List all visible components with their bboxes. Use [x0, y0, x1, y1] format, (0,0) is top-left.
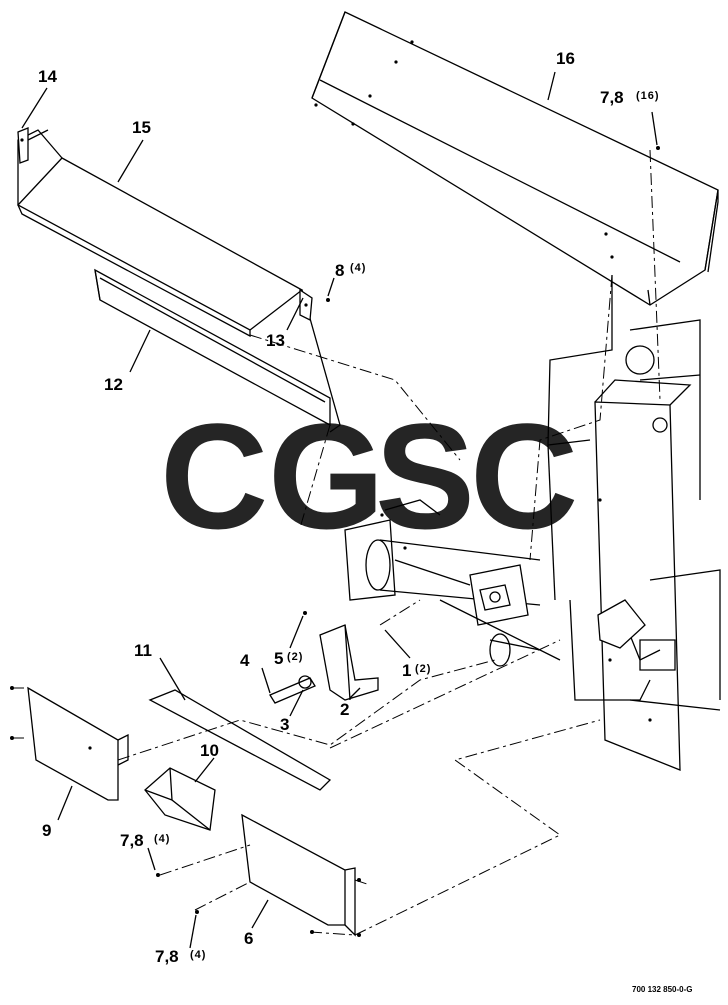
label-10: 10 — [200, 741, 219, 760]
label-3: 3 — [280, 715, 289, 734]
part-11-strip — [148, 689, 332, 791]
drive-assembly — [344, 499, 561, 667]
machine-frame — [547, 275, 721, 771]
qty-5: (2) — [287, 651, 303, 663]
qty-7-8-top: (16) — [636, 90, 660, 102]
label-16: 16 — [556, 49, 575, 68]
label-2: 2 — [340, 700, 349, 719]
watermark-letter-1: C — [160, 392, 268, 560]
callout-labels: 14 15 16 7,8 (16) 8 (4) 13 12 11 4 5 (2)… — [38, 49, 693, 994]
part-13-bracket — [299, 288, 313, 322]
part-5-bolt — [303, 611, 307, 615]
label-9: 9 — [42, 821, 51, 840]
part-14-bracket — [17, 127, 49, 164]
part-9-panel — [27, 686, 129, 801]
watermark-letter-4: C — [470, 392, 578, 560]
label-7-8-mid: 7,8 — [120, 831, 144, 850]
label-12: 12 — [104, 375, 123, 394]
label-4: 4 — [240, 651, 250, 670]
part-10-hopper — [144, 767, 216, 831]
label-13: 13 — [266, 331, 285, 350]
label-15: 15 — [132, 118, 151, 137]
part-12-deflector — [94, 268, 331, 427]
assembly-dash-lines — [12, 149, 661, 936]
qty-7-8-bottom: (4) — [190, 949, 206, 961]
label-14: 14 — [38, 67, 57, 86]
label-1: 1 — [402, 661, 411, 680]
leader-arrows — [21, 71, 658, 949]
part-6-panel — [241, 813, 356, 937]
reference-number: 700 132 850-0-G — [632, 985, 693, 994]
watermark-letter-2: G — [268, 392, 385, 560]
label-5: 5 — [274, 649, 283, 668]
watermark-logo: C G S C — [160, 392, 578, 560]
label-11: 11 — [134, 641, 152, 660]
watermark-letter-3: S — [375, 392, 475, 560]
label-8: 8 — [335, 261, 344, 280]
fasteners — [10, 146, 660, 937]
part-16-shield — [311, 11, 719, 306]
qty-8: (4) — [350, 262, 366, 274]
qty-7-8-mid: (4) — [154, 833, 170, 845]
qty-1: (2) — [415, 663, 431, 675]
part-3-link — [269, 675, 316, 704]
label-7-8-top: 7,8 — [600, 88, 624, 107]
label-7-8-bottom: 7,8 — [155, 947, 179, 966]
part-2-bracket — [319, 624, 379, 701]
label-6: 6 — [244, 929, 253, 948]
